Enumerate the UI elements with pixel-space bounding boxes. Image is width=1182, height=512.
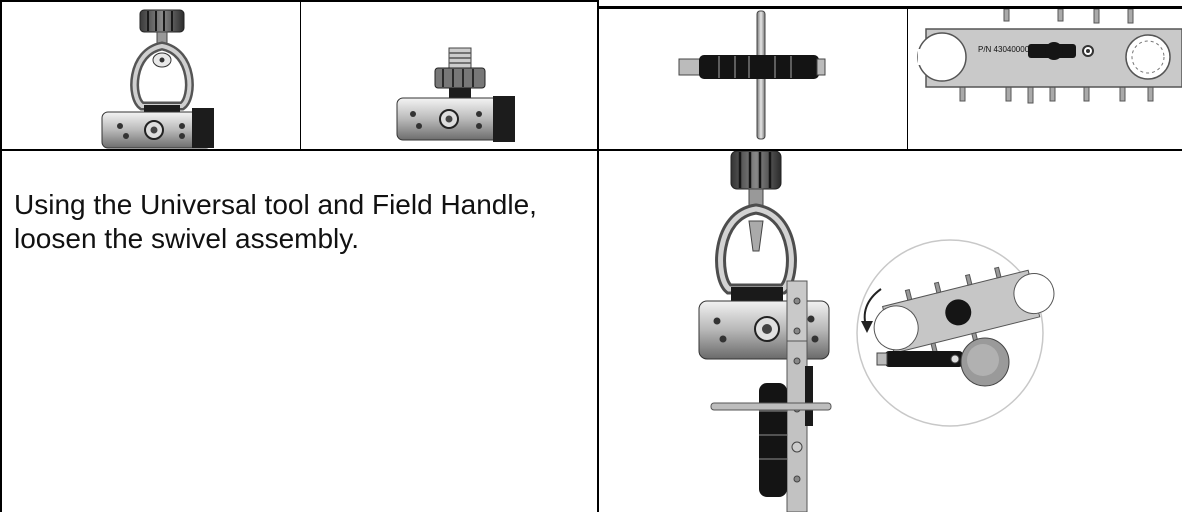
table-border [597,0,599,512]
regulator-with-yoke-image [101,9,214,149]
table-border [0,0,2,512]
table-border [0,149,1182,151]
instruction-text: Using the Universal tool and Field Handl… [14,189,537,254]
table-border [598,6,1182,9]
table-border [907,6,908,150]
table-border [300,0,301,150]
figure-din-fitting [301,2,597,149]
figure-loosen-swivel [599,151,1182,512]
loosen-swivel-illustration [698,151,1055,512]
regulator-din-image [396,47,515,142]
field-handle-image [678,10,826,140]
figure-universal-tool: P/N 43040000 [908,9,1182,149]
universal-tool-image: P/N 43040000 [917,9,1182,104]
figure-field-handle [599,9,907,149]
figure-swivel-yoke [2,2,300,149]
part-number-label: P/N 43040000 [978,45,1030,54]
table-border [0,0,598,2]
